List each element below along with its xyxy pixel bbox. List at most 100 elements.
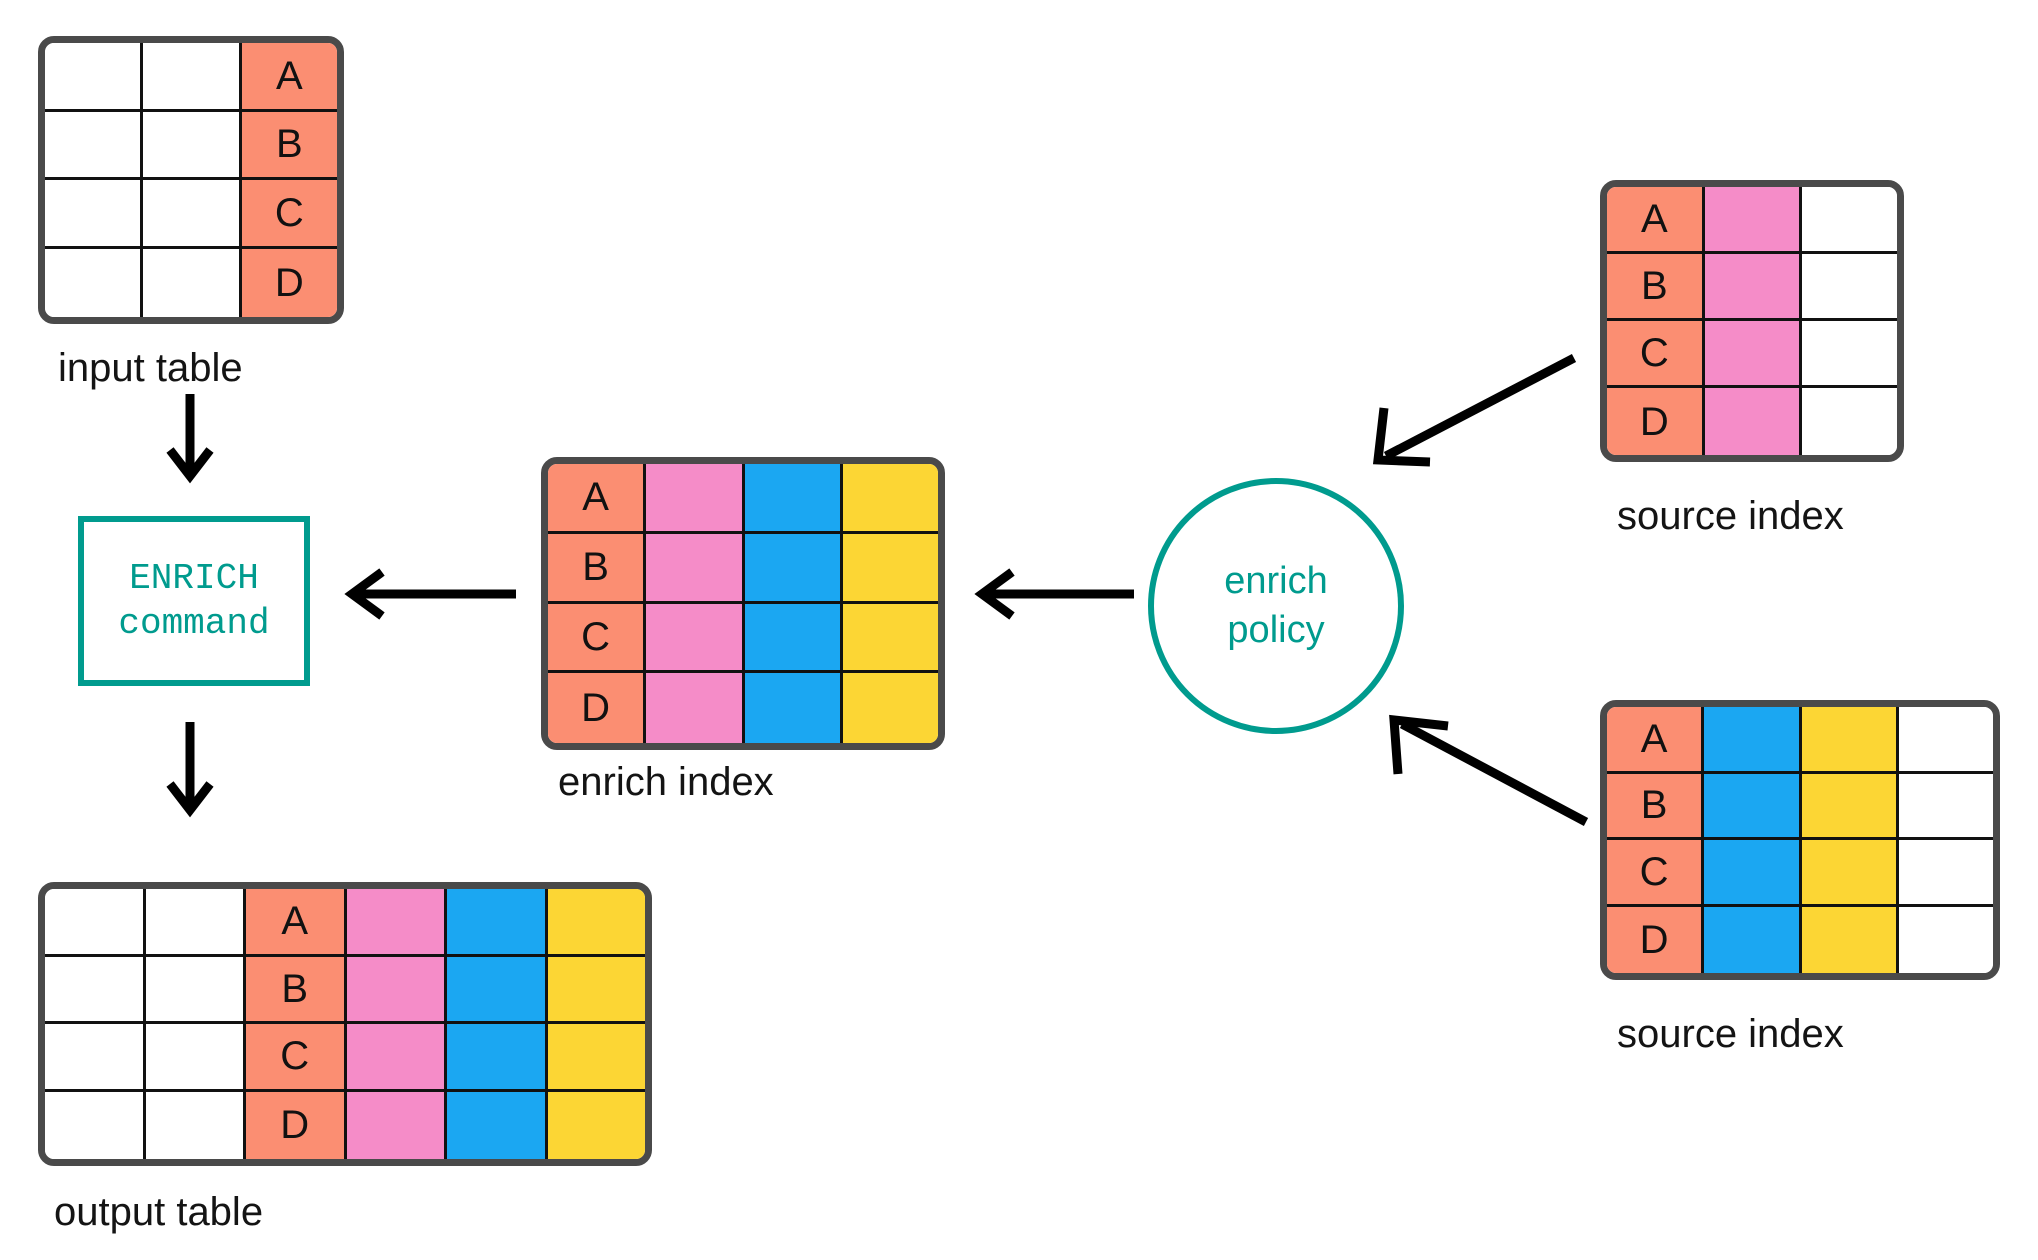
table-row: D xyxy=(1607,388,1897,455)
table-row: D xyxy=(548,673,938,743)
table-cell xyxy=(45,889,146,957)
table-cell xyxy=(447,1024,548,1092)
enrich-policy-line1: enrich xyxy=(1224,559,1328,602)
table-cell xyxy=(842,603,938,674)
table-cell xyxy=(646,464,745,534)
table-cell: D xyxy=(241,248,337,317)
table-cell xyxy=(45,956,146,1024)
table-cell xyxy=(842,533,938,604)
table-cell xyxy=(45,43,144,112)
table-row: C xyxy=(45,1024,645,1092)
table-cell xyxy=(1802,187,1897,254)
table-cell xyxy=(145,1091,246,1159)
table-row: B xyxy=(45,111,337,180)
table-cell: B xyxy=(548,533,647,604)
table-cell xyxy=(346,956,447,1024)
table-cell xyxy=(744,533,843,604)
enrich-command-line1: ENRICH xyxy=(129,558,259,599)
table-row: A xyxy=(1607,707,1993,774)
table-cell: B xyxy=(246,956,347,1024)
table-cell xyxy=(842,673,938,743)
table-row: D xyxy=(1607,906,1993,973)
table-row: D xyxy=(45,248,337,317)
table-cell: A xyxy=(1607,707,1705,774)
table-cell xyxy=(547,956,645,1024)
table-row: A xyxy=(1607,187,1897,254)
table-cell xyxy=(646,673,745,743)
input-table-caption: input table xyxy=(58,346,243,390)
table-cell: D xyxy=(246,1091,347,1159)
table-cell xyxy=(1801,707,1899,774)
table-cell xyxy=(346,1091,447,1159)
enrich-policy-circle[interactable]: enrich policy xyxy=(1148,478,1404,734)
enrich-index-caption: enrich index xyxy=(558,760,774,804)
table-row: A xyxy=(45,43,337,112)
table-cell xyxy=(346,889,447,957)
table-cell xyxy=(1704,388,1803,455)
table-cell xyxy=(547,1024,645,1092)
table-cell: A xyxy=(548,464,647,534)
table-cell xyxy=(143,111,242,180)
table-cell: A xyxy=(241,43,337,112)
enrich-command-line2: command xyxy=(118,603,270,644)
table-row: C xyxy=(1607,840,1993,907)
table-cell: B xyxy=(1607,773,1705,840)
table-cell: B xyxy=(241,111,337,180)
table-cell xyxy=(1704,254,1803,321)
table-cell xyxy=(45,1024,146,1092)
arrow-source-index-bottom-to-policy xyxy=(1389,714,1589,826)
table-cell: D xyxy=(548,673,647,743)
table-cell: C xyxy=(241,180,337,249)
arrow-policy-to-enrich-index xyxy=(974,568,1134,620)
table-cell xyxy=(45,180,144,249)
table-cell xyxy=(447,1091,548,1159)
table-cell xyxy=(547,1091,645,1159)
table-cell xyxy=(145,889,246,957)
table-row: B xyxy=(45,956,645,1024)
table-cell xyxy=(145,956,246,1024)
arrow-enrich-index-to-command xyxy=(344,568,516,620)
table-cell xyxy=(1801,840,1899,907)
table-cell xyxy=(143,43,242,112)
table-row: B xyxy=(548,533,938,604)
table-row: C xyxy=(45,180,337,249)
table-cell xyxy=(1704,906,1802,973)
table-cell xyxy=(45,248,144,317)
table-cell xyxy=(1898,773,1993,840)
table-cell: D xyxy=(1607,388,1705,455)
table-row: C xyxy=(1607,321,1897,388)
arrow-input-to-command xyxy=(166,394,214,484)
table-cell xyxy=(447,889,548,957)
table-cell xyxy=(1704,840,1802,907)
enrich-command-box[interactable]: ENRICH command xyxy=(78,516,310,686)
table-cell xyxy=(447,956,548,1024)
table-cell xyxy=(1704,707,1802,774)
arrow-source-index-top-to-policy xyxy=(1372,354,1577,467)
table-row: D xyxy=(45,1091,645,1159)
arrow-command-to-output xyxy=(166,722,214,818)
table-cell xyxy=(1801,906,1899,973)
table-cell xyxy=(1704,773,1802,840)
source-index-top-caption: source index xyxy=(1617,494,1844,538)
table-cell xyxy=(143,248,242,317)
enrich-policy-line2: policy xyxy=(1227,609,1325,651)
table-cell xyxy=(1704,187,1803,254)
table-cell xyxy=(842,464,938,534)
table-cell xyxy=(547,889,645,957)
table-cell xyxy=(1802,321,1897,388)
table-cell xyxy=(1704,321,1803,388)
table-cell xyxy=(646,603,745,674)
table-cell xyxy=(744,603,843,674)
table-cell: C xyxy=(1607,321,1705,388)
table-row: B xyxy=(1607,773,1993,840)
table-cell: C xyxy=(246,1024,347,1092)
table-cell xyxy=(1802,254,1897,321)
table-cell: C xyxy=(1607,840,1705,907)
table-cell xyxy=(1802,388,1897,455)
table-cell: A xyxy=(246,889,347,957)
table-cell xyxy=(1898,707,1993,774)
table-cell: D xyxy=(1607,906,1705,973)
